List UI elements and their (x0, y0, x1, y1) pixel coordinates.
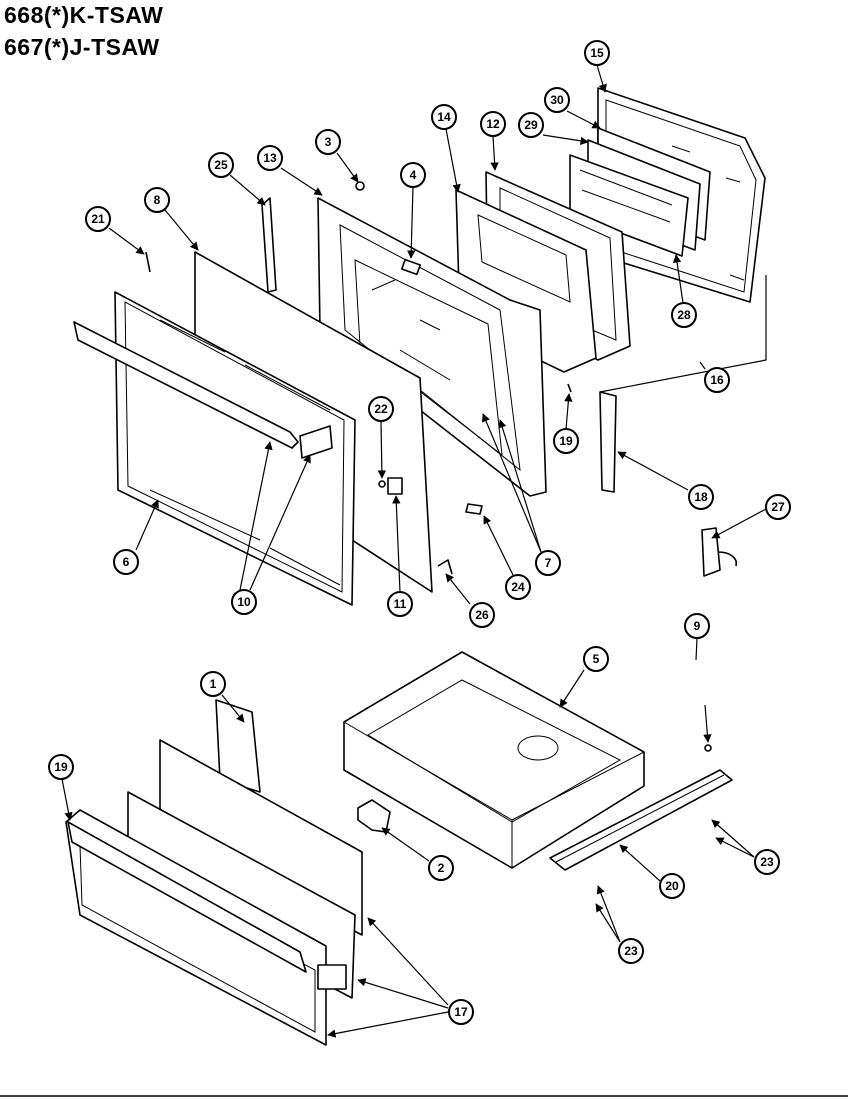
callout-21: 21 (85, 206, 111, 232)
svg-text:29: 29 (524, 118, 538, 132)
svg-text:21: 21 (91, 212, 105, 226)
door-outer-panel-6 (114, 291, 356, 606)
small-parts-door (145, 181, 738, 577)
svg-text:23: 23 (624, 944, 638, 958)
callout-6: 6 (113, 549, 139, 575)
svg-text:19: 19 (559, 434, 573, 448)
svg-text:16: 16 (710, 373, 724, 387)
callout-10: 10 (231, 589, 257, 615)
callout-26: 26 (469, 602, 495, 628)
callout-25: 25 (208, 152, 234, 178)
callout-7: 7 (535, 550, 561, 576)
svg-text:3: 3 (325, 135, 332, 149)
callout-20: 20 (659, 873, 685, 899)
callout-23b: 23 (618, 938, 644, 964)
callout-15: 15 (584, 40, 610, 66)
svg-text:28: 28 (677, 308, 691, 322)
callout-24: 24 (505, 574, 531, 600)
svg-text:14: 14 (437, 110, 451, 124)
svg-text:1: 1 (210, 677, 217, 691)
callout-1: 1 (200, 671, 226, 697)
callout-30: 30 (544, 87, 570, 113)
svg-text:22: 22 (374, 402, 388, 416)
door-glass-pack (569, 127, 711, 257)
svg-text:6: 6 (123, 555, 130, 569)
svg-text:5: 5 (593, 652, 600, 666)
svg-text:30: 30 (550, 93, 564, 107)
callout-5: 5 (583, 646, 609, 672)
svg-text:7: 7 (545, 556, 552, 570)
model-title-2: 667(*)J-TSAW (4, 34, 160, 60)
svg-text:20: 20 (665, 879, 679, 893)
callout-11: 11 (387, 591, 413, 617)
svg-text:25: 25 (214, 158, 228, 172)
svg-text:11: 11 (394, 597, 407, 611)
callout-13: 13 (257, 145, 283, 171)
svg-text:27: 27 (771, 500, 785, 514)
svg-text:12: 12 (486, 117, 500, 131)
svg-text:23: 23 (760, 855, 774, 869)
callout-12: 12 (480, 111, 506, 137)
callout-8: 8 (144, 187, 170, 213)
svg-text:10: 10 (237, 595, 251, 609)
drawer-5 (343, 651, 645, 869)
svg-text:18: 18 (694, 490, 708, 504)
callout-27: 27 (765, 494, 791, 520)
callout-16: 16 (704, 367, 730, 393)
svg-text:26: 26 (475, 608, 489, 622)
callout-2: 2 (428, 855, 454, 881)
drawer-front-panel (65, 699, 363, 1046)
svg-text:19: 19 (54, 760, 68, 774)
svg-text:24: 24 (511, 580, 525, 594)
callout-28: 28 (671, 302, 697, 328)
callout-14: 14 (431, 104, 457, 130)
drawer-bracket-2 (357, 799, 391, 833)
callout-3: 3 (315, 129, 341, 155)
svg-text:13: 13 (263, 151, 277, 165)
svg-text:15: 15 (590, 46, 604, 60)
svg-text:17: 17 (454, 1005, 468, 1019)
callout-23a: 23 (754, 849, 780, 875)
svg-text:8: 8 (154, 193, 161, 207)
callout-4: 4 (400, 162, 426, 188)
handle-bracket-10 (299, 425, 333, 459)
svg-text:4: 4 (410, 168, 417, 182)
drawer-slide-20 (549, 744, 733, 871)
callout-29: 29 (518, 112, 544, 138)
callout-19b: 19 (48, 754, 74, 780)
callout-17: 17 (448, 999, 474, 1025)
callout-18: 18 (688, 484, 714, 510)
callout-22: 22 (368, 396, 394, 422)
svg-text:9: 9 (694, 619, 701, 633)
leader-lines (61, 64, 767, 1038)
model-title-1: 668(*)K-TSAW (4, 2, 164, 28)
callout-9: 9 (684, 613, 710, 639)
door-handle (73, 321, 299, 449)
callout-19a: 19 (553, 428, 579, 454)
svg-text:2: 2 (438, 861, 445, 875)
door-handle-support-25 (261, 197, 277, 293)
